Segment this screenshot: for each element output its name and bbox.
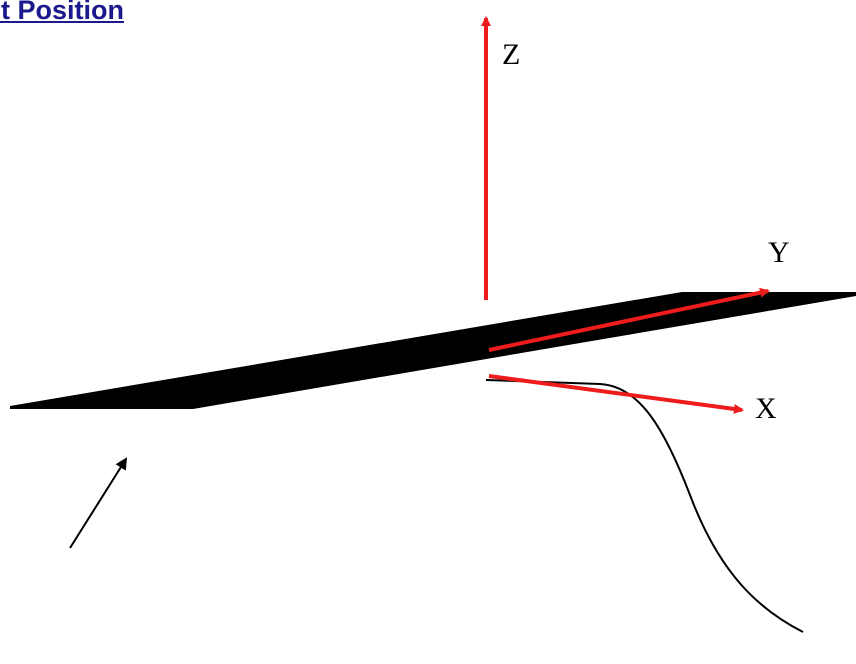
y-axis-label: Y: [768, 236, 790, 269]
page-title: st Position: [0, 0, 125, 25]
pointer-arrow: [69, 457, 128, 549]
x-axis-arrow: [488, 374, 744, 414]
blade-shape: [10, 292, 856, 409]
z-axis-label: Z: [502, 38, 520, 71]
y-axis-arrow: [488, 287, 770, 352]
x-axis-label: X: [755, 392, 777, 425]
